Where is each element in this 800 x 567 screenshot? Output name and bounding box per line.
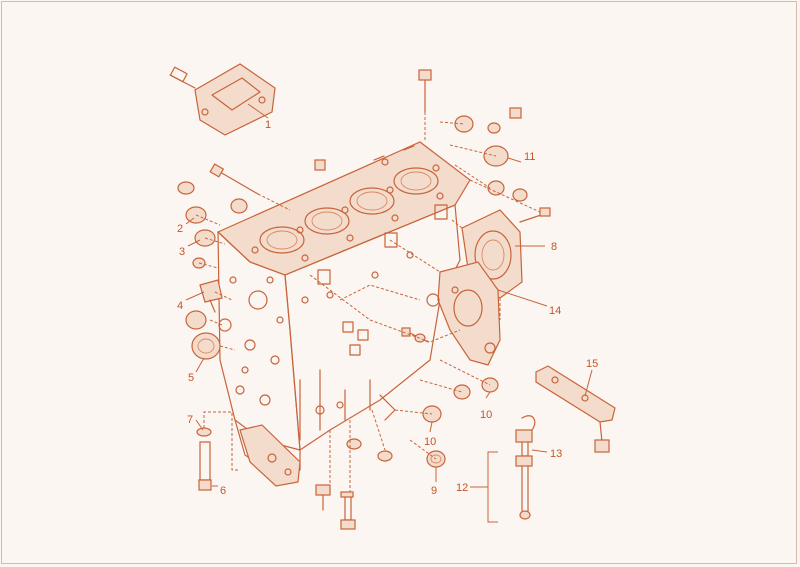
callout-2: 2 xyxy=(177,223,183,235)
part-12-group-bracket xyxy=(470,451,498,523)
part-4-fitting xyxy=(199,279,223,313)
assembly-lines xyxy=(195,112,541,492)
stud-bolt xyxy=(209,163,259,195)
part-10-plug-b xyxy=(453,377,499,400)
part-7-washer xyxy=(196,427,212,437)
callout-labels: 1 2 3 4 5 6 7 8 9 10 10 11 12 13 14 15 xyxy=(177,119,598,497)
callout-4: 4 xyxy=(177,300,183,312)
callout-5: 5 xyxy=(188,372,194,384)
callout-13: 13 xyxy=(550,448,562,460)
small-bolt-center xyxy=(401,327,429,343)
part-6-bolt xyxy=(198,441,212,491)
callout-10-lower: 10 xyxy=(424,436,436,448)
callout-8: 8 xyxy=(551,241,557,253)
part-2-plug xyxy=(177,181,248,224)
small-plug-top xyxy=(314,159,326,171)
callout-6: 6 xyxy=(220,485,226,497)
part-13-oil-jet xyxy=(515,415,536,520)
callout-7: 7 xyxy=(187,414,193,426)
part-15-bracket xyxy=(535,365,616,453)
callout-11: 11 xyxy=(524,151,535,163)
top-plug xyxy=(418,69,432,113)
bearing-cap xyxy=(239,424,301,487)
callout-10-upper: 10 xyxy=(480,409,492,421)
callout-9: 9 xyxy=(431,485,437,497)
leader-lines xyxy=(185,103,593,487)
part-5-cover xyxy=(185,310,221,360)
part-3-plug xyxy=(192,229,216,269)
callout-12: 12 xyxy=(456,482,468,494)
cylinder-block xyxy=(216,141,471,476)
bottom-plugs xyxy=(346,438,393,462)
callout-1: 1 xyxy=(265,119,271,131)
part-1-cover-plate xyxy=(169,63,276,136)
callout-14: 14 xyxy=(549,305,561,317)
part-14-front-plate xyxy=(426,261,501,366)
cap-bolts xyxy=(315,484,356,530)
callout-3: 3 xyxy=(179,246,185,258)
callout-15: 15 xyxy=(586,358,598,370)
